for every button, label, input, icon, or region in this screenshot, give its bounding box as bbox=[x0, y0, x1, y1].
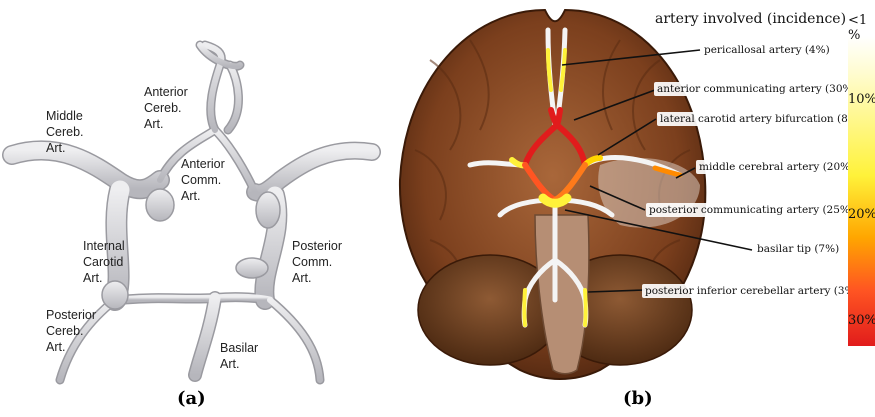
legend-title: artery involved (incidence) bbox=[655, 11, 846, 27]
scale-tick-30: 30% bbox=[848, 313, 875, 328]
label-line: Comm. bbox=[292, 254, 342, 270]
label-line: Basilar bbox=[220, 340, 258, 356]
label-line: Art. bbox=[46, 140, 84, 156]
label-line: Posterior bbox=[292, 238, 342, 254]
label-line: Cereb. bbox=[46, 323, 96, 339]
label-line: Posterior bbox=[46, 307, 96, 323]
label-posterior-communicating-artery: Posterior Comm. Art. bbox=[292, 238, 342, 286]
label-line: Anterior bbox=[181, 156, 225, 172]
label-line: Internal bbox=[83, 238, 125, 254]
scale-tick-10: 10% bbox=[848, 92, 875, 107]
label-line: Art. bbox=[83, 270, 125, 286]
label-line: Art. bbox=[181, 188, 225, 204]
label-line: Art. bbox=[46, 339, 96, 355]
annotation-basilar-tip: basilar tip (7%) bbox=[754, 242, 842, 256]
brain-underside-illustration bbox=[392, 0, 875, 390]
label-middle-cerebral-artery: Middle Cereb. Art. bbox=[46, 108, 84, 156]
label-basilar-artery: Basilar Art. bbox=[220, 340, 258, 372]
annotation-posterior-communicating-artery: posterior communicating artery (25%) bbox=[646, 203, 857, 217]
annotation-anterior-communicating-artery: anterior communicating artery (30%) bbox=[654, 82, 860, 96]
annotation-posterior-inferior-cerebellar-artery: posterior inferior cerebellar artery (3%… bbox=[642, 284, 862, 298]
label-line: Middle bbox=[46, 108, 84, 124]
label-anterior-cerebral-artery: Anterior Cereb. Art. bbox=[144, 84, 188, 132]
sublabel-a: (a) bbox=[177, 388, 206, 409]
label-line: Art. bbox=[292, 270, 342, 286]
sublabel-b: (b) bbox=[623, 388, 653, 409]
label-posterior-cerebral-artery: Posterior Cereb. Art. bbox=[46, 307, 96, 355]
label-line: Anterior bbox=[144, 84, 188, 100]
scale-tick-20: 20% bbox=[848, 207, 875, 222]
label-anterior-communicating-artery: Anterior Comm. Art. bbox=[181, 156, 225, 204]
panel-b-brain-illustration: pericallosal artery (4%) anterior commun… bbox=[392, 0, 875, 390]
annotation-lateral-carotid-bifurcation: lateral carotid artery bifurcation (8%) bbox=[657, 112, 865, 126]
label-line: Art. bbox=[220, 356, 258, 372]
incidence-color-scale bbox=[848, 36, 875, 346]
panel-a-vessel-model: Middle Cereb. Art. Anterior Cereb. Art. … bbox=[0, 0, 410, 390]
label-internal-carotid-artery: Internal Carotid Art. bbox=[83, 238, 125, 286]
annotation-middle-cerebral-artery: middle cerebral artery (20%) bbox=[696, 160, 857, 174]
annotation-pericallosal-artery: pericallosal artery (4%) bbox=[701, 43, 833, 57]
label-line: Carotid bbox=[83, 254, 125, 270]
scale-tick-min: <1 % bbox=[848, 13, 875, 43]
label-line: Cereb. bbox=[144, 100, 188, 116]
label-line: Art. bbox=[144, 116, 188, 132]
label-line: Comm. bbox=[181, 172, 225, 188]
label-line: Cereb. bbox=[46, 124, 84, 140]
